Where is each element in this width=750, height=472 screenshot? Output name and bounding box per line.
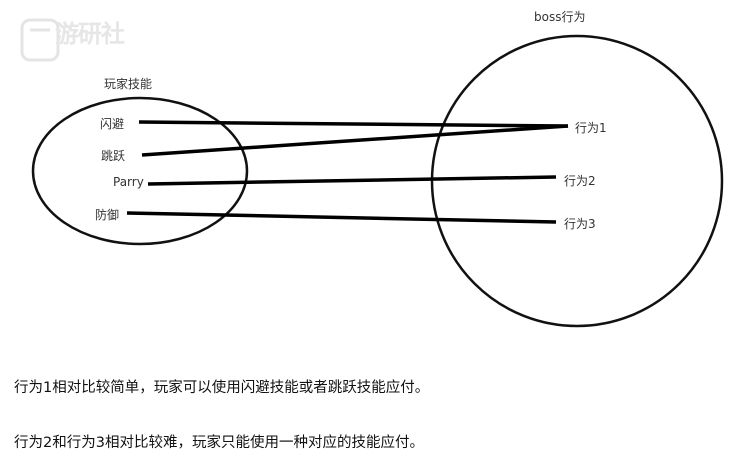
boss-behavior-circle: [430, 34, 724, 328]
player-skills-ellipse: [31, 96, 249, 246]
skill-jump: 跳跃: [101, 149, 126, 163]
skill-dodge: 闪避: [100, 117, 125, 131]
boss-behavior-title: boss行为: [534, 10, 586, 24]
behavior-3: 行为3: [564, 217, 596, 231]
connector-parry-behavior2: [147, 175, 557, 186]
connector-defend-behavior3: [126, 211, 557, 224]
connector-jump-behavior1: [141, 124, 569, 157]
behavior-2: 行为2: [564, 174, 596, 188]
skill-parry: Parry: [113, 175, 144, 189]
paragraph-1: 行为1相对比较简单，玩家可以使用闪避技能或者跳跃技能应付。: [14, 380, 430, 396]
connector-dodge-behavior1: [138, 120, 569, 128]
behavior-1: 行为1: [575, 121, 607, 135]
player-skills-title: 玩家技能: [104, 77, 153, 91]
watermark: 游研社: [55, 20, 125, 48]
paragraph-2: 行为2和行为3相对比较难，玩家只能使用一种对应的技能应付。: [14, 435, 424, 451]
skill-defend: 防御: [95, 208, 120, 222]
watermark-logo-icon: [20, 18, 60, 62]
